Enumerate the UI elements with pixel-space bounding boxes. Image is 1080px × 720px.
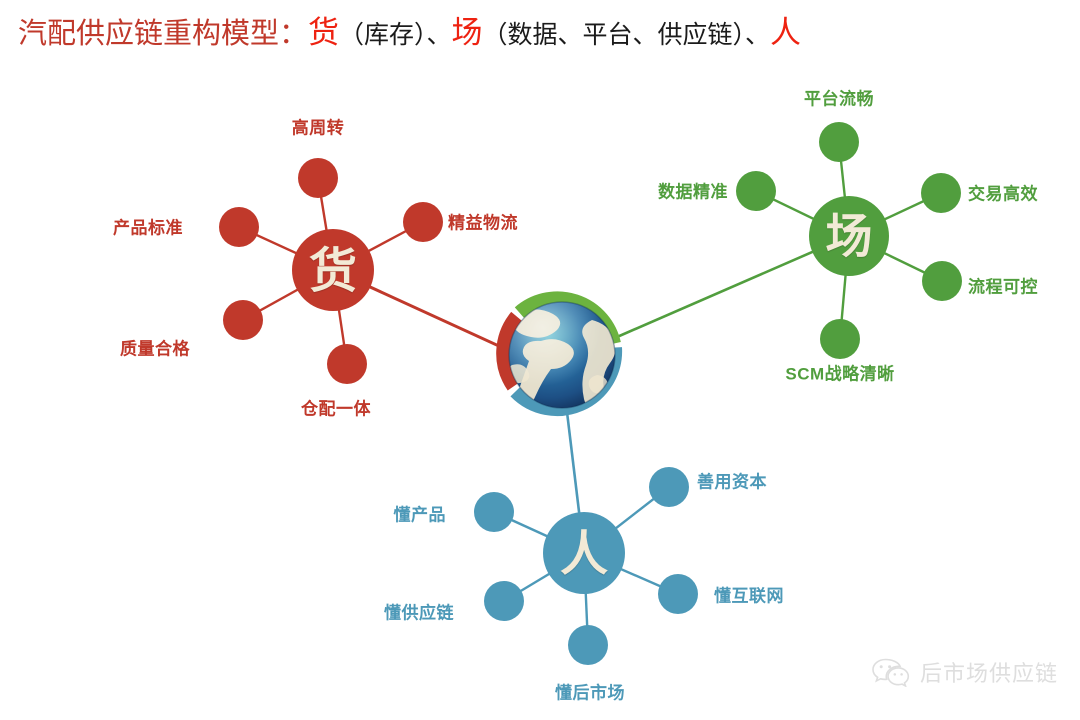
satellite-label-chang-1: 交易高效 <box>968 184 1038 204</box>
satellite-node-huo-4[interactable] <box>327 344 367 384</box>
hub-label-ren: 人 <box>559 526 609 582</box>
wechat-icon <box>871 657 911 687</box>
hub-label-huo: 货 <box>308 243 358 299</box>
hub-node-ren[interactable] <box>543 512 625 594</box>
satellite-label-huo-2: 产品标准 <box>113 218 183 238</box>
satellite-node-chang-2[interactable] <box>736 171 776 211</box>
node-group <box>219 122 962 665</box>
page-title: 汽配供应链重构模型：货（库存）、场（数据、平台、供应链）、人 <box>18 12 801 56</box>
satellite-node-chang-3[interactable] <box>922 261 962 301</box>
satellite-node-huo-2[interactable] <box>219 207 259 247</box>
hub-node-chang[interactable] <box>809 196 889 276</box>
watermark-text: 后市场供应链 <box>919 661 1058 686</box>
satellite-label-ren-2: 懂互联网 <box>714 586 784 606</box>
satellite-label-chang-3: 流程可控 <box>968 277 1038 297</box>
globe-highlight <box>509 302 615 408</box>
satellite-node-ren-2[interactable] <box>658 574 698 614</box>
satellite-label-chang-2: 数据精准 <box>658 182 728 202</box>
satellite-node-huo-1[interactable] <box>403 202 443 242</box>
satellite-label-huo-4: 仓配一体 <box>301 399 371 419</box>
title-ren: 人 <box>770 15 802 50</box>
hub-node-huo[interactable] <box>292 229 374 311</box>
watermark: 后市场供应链 <box>871 656 1058 688</box>
title-chang: 场 <box>451 15 483 50</box>
hub-label-chang: 场 <box>825 209 873 265</box>
satellite-label-chang-0: 平台流畅 <box>804 89 874 109</box>
satellite-node-ren-4[interactable] <box>568 625 608 665</box>
satellite-node-chang-4[interactable] <box>820 319 860 359</box>
globe-arc-red <box>496 311 523 391</box>
satellite-label-huo-0: 高周转 <box>291 118 345 138</box>
globe-rim <box>508 301 616 409</box>
satellite-node-ren-1[interactable] <box>474 492 514 532</box>
satellite-label-chang-4: SCM战略清晰 <box>785 364 895 384</box>
satellite-node-ren-0[interactable] <box>649 467 689 507</box>
satellite-node-huo-0[interactable] <box>298 158 338 198</box>
satellite-label-huo-1: 精益物流 <box>448 213 518 233</box>
title-prefix: 汽配供应链重构模型： <box>18 18 309 50</box>
satellite-label-ren-0: 善用资本 <box>697 472 767 492</box>
globe-arc-green <box>514 291 621 346</box>
satellite-node-chang-0[interactable] <box>819 122 859 162</box>
satellite-node-ren-3[interactable] <box>484 581 524 621</box>
title-huo-paren: （库存）、 <box>339 21 452 49</box>
globe-icon <box>496 291 623 417</box>
satellite-label-ren-4: 懂后市场 <box>555 683 625 703</box>
satellite-node-chang-1[interactable] <box>921 173 961 213</box>
satellite-node-huo-3[interactable] <box>223 300 263 340</box>
satellite-label-ren-3: 懂供应链 <box>384 603 454 623</box>
satellite-label-ren-1: 懂产品 <box>393 505 446 525</box>
satellite-label-huo-3: 质量合格 <box>120 339 190 359</box>
trunk-chang <box>616 234 850 339</box>
title-chang-paren: （数据、平台、供应链）、 <box>482 21 771 49</box>
title-huo: 货 <box>308 15 340 50</box>
